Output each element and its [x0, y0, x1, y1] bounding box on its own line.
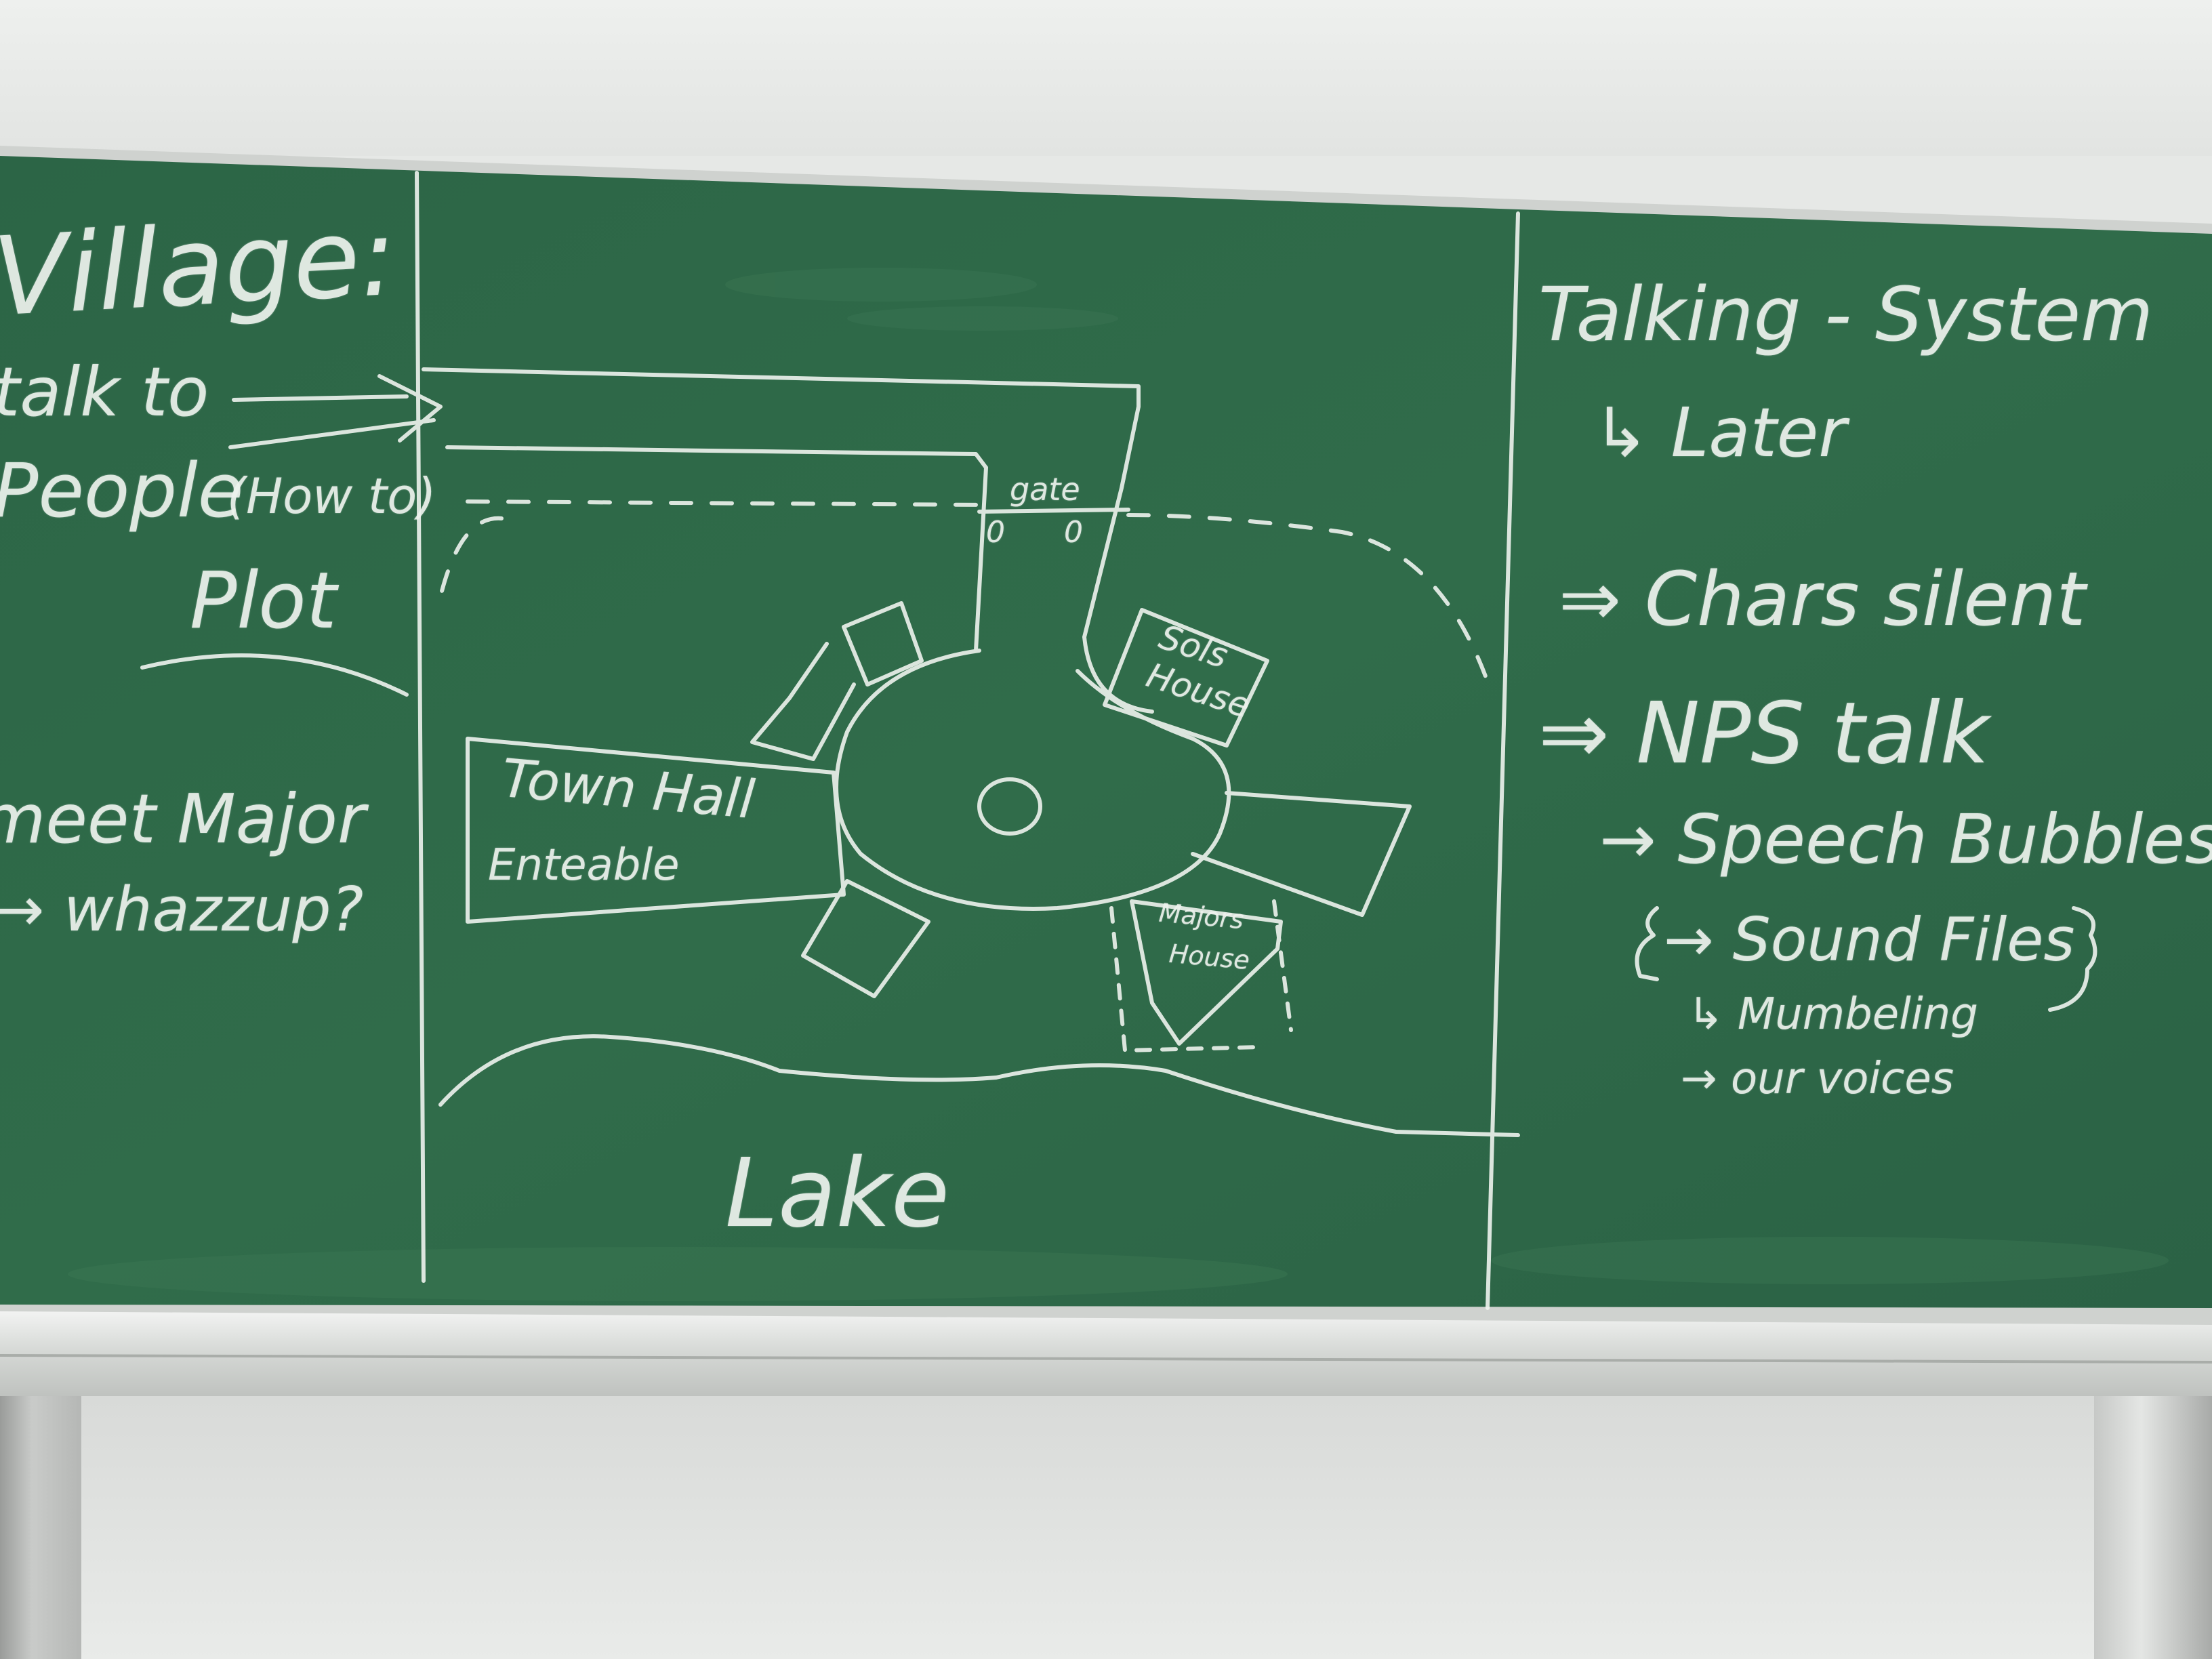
right-line-later: ↳ Later — [1593, 393, 1847, 472]
right-line-mumbeling: ↳ Mumbeling — [1687, 989, 1978, 1040]
right-line-speech-bubbles: → Speech Bubbles — [1599, 800, 2212, 879]
house-top-left — [842, 601, 924, 687]
plaza — [834, 649, 1231, 911]
left-line-talk-to: talk to — [0, 352, 209, 432]
brace-right — [2048, 906, 2097, 1012]
divider-right — [1486, 211, 1520, 1310]
village-boundary-top — [422, 367, 1141, 409]
chalk-tray — [0, 1311, 2212, 1396]
village-road-left — [974, 466, 988, 653]
house-bottom-left — [801, 879, 930, 998]
town-hall-box — [466, 737, 846, 924]
left-line-whazzup: → whazzup? — [0, 874, 364, 945]
wall-bottom — [0, 1396, 2212, 1659]
left-title: Village: — [0, 192, 400, 341]
village-road — [1082, 405, 1154, 714]
map-gate-post-left: 0 — [986, 515, 1005, 550]
board-surface — [0, 156, 2212, 1308]
tray-edge — [0, 1354, 2212, 1364]
gate-line — [977, 508, 1130, 514]
arrow-talk-to — [228, 374, 443, 449]
right-line-talking-system: Talking - System — [1538, 271, 2154, 358]
dashed-boundary-right — [1126, 513, 1493, 693]
chalk-drawing — [140, 171, 2097, 1310]
path-right — [1191, 791, 1412, 917]
lake-shore — [438, 1034, 1520, 1137]
majors-house-box — [1130, 899, 1283, 1046]
house-left-arc — [750, 642, 856, 761]
divider-left — [415, 171, 426, 1283]
left-line-people: People — [0, 447, 244, 534]
right-line-sound-files: → Sound Files — [1664, 905, 2075, 975]
map-gate-post-right: 0 — [1064, 515, 1083, 550]
left-line-plot: Plot — [190, 556, 337, 647]
left-line-how-to: (How to) — [227, 468, 436, 525]
right-line-nps-talk: ⇒ NPS talk — [1538, 684, 1990, 783]
right-line-our-voices: → our voices — [1681, 1054, 1954, 1104]
map-gate-label: gate — [1010, 471, 1080, 508]
wall-top — [0, 0, 2212, 156]
wall-rail-right — [2094, 1396, 2212, 1659]
plot-underline — [140, 653, 409, 697]
sols-house-box — [1103, 608, 1269, 747]
fountain — [977, 777, 1042, 836]
village-boundary-mid — [445, 445, 988, 470]
right-line-chars-silent: ⇒ Chars silent — [1559, 556, 2086, 642]
brace-left — [1635, 906, 1659, 981]
left-line-meet-major: meet Major — [0, 779, 366, 859]
map-town-hall-line2: Enteable — [488, 840, 680, 890]
wall-rail-left — [0, 1396, 81, 1659]
majors-house-dashed — [1109, 899, 1293, 1052]
map-lake-label: Lake — [725, 1139, 949, 1249]
dashed-boundary-left — [438, 499, 985, 598]
eraser-smudges — [68, 268, 2169, 1301]
